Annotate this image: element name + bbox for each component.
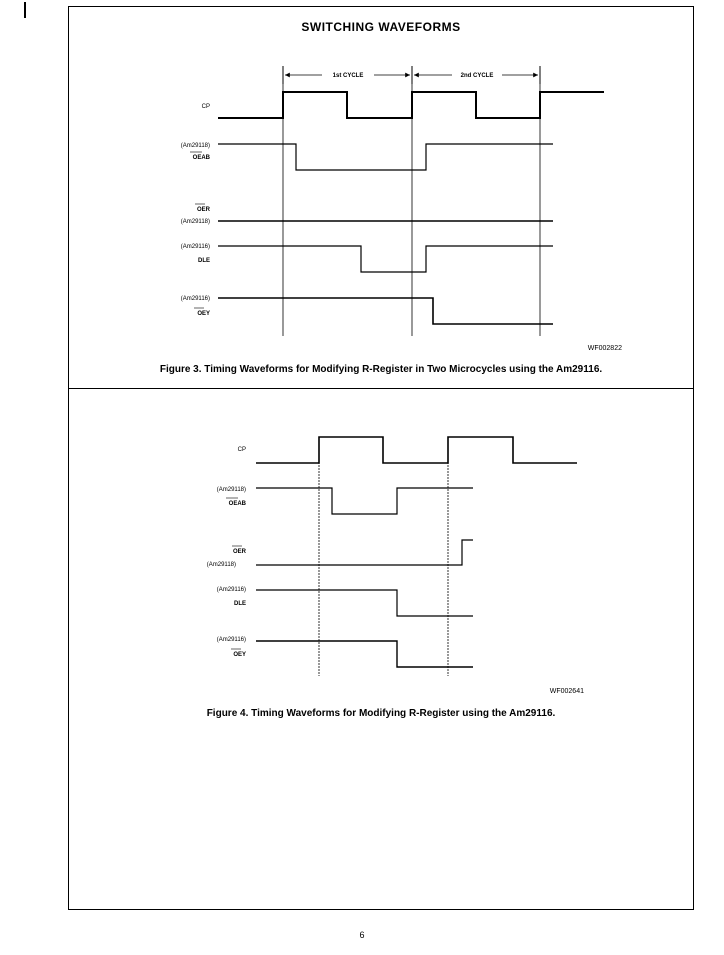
figure3-diagram: 1st CYCLE 2nd CYCLE CP (Am29118) OEAB OE… — [181, 66, 622, 352]
fig3-oer-name-label: OER — [197, 207, 211, 213]
fig3-cycle1-label: 1st CYCLE — [333, 73, 364, 79]
figure4-caption: Figure 4. Timing Waveforms for Modifying… — [206, 708, 556, 719]
fig4-cp-waveform — [256, 436, 577, 464]
page-title: SWITCHING WAVEFORMS — [301, 20, 461, 34]
fig4-dle-name-label: DLE — [234, 601, 246, 607]
fig3-oeab-part-label: (Am29118) — [181, 143, 210, 149]
fig4-oer-name-label: OER — [233, 549, 247, 555]
figure4-diagram: CP (Am29118) OEAB OER (Am29118) (Am29116… — [207, 436, 584, 695]
fig4-oey-waveform — [256, 640, 473, 668]
fig3-cp-label: CP — [202, 104, 210, 110]
fig3-cycle2-label: 2nd CYCLE — [461, 73, 494, 79]
margin-mark — [24, 2, 26, 18]
fig4-oey-name-label: OEY — [233, 652, 246, 658]
fig4-oer-waveform — [256, 539, 473, 566]
fig3-dle-waveform — [218, 245, 553, 273]
fig4-dle-part-label: (Am29116) — [217, 587, 246, 593]
fig4-cp-label: CP — [238, 447, 246, 453]
page-number: 6 — [359, 930, 365, 940]
fig3-code: WF002822 — [588, 345, 622, 352]
fig3-oey-name-label: OEY — [197, 311, 210, 317]
fig4-oer-part-label: (Am29118) — [207, 562, 236, 568]
fig3-oey-part-label: (Am29116) — [181, 296, 210, 302]
fig4-oey-part-label: (Am29116) — [217, 637, 246, 643]
fig4-code: WF002641 — [550, 688, 584, 695]
fig4-oeab-waveform — [256, 487, 473, 515]
fig3-oeab-name-label: OEAB — [193, 155, 211, 161]
fig3-oey-waveform — [218, 297, 553, 325]
page-frame — [68, 6, 694, 910]
fig3-dle-part-label: (Am29116) — [181, 244, 210, 250]
fig4-dle-waveform — [256, 589, 473, 617]
fig4-oeab-name-label: OEAB — [229, 501, 247, 507]
figure3-caption: Figure 3. Timing Waveforms for Modifying… — [159, 364, 603, 375]
figure-divider — [68, 388, 694, 389]
fig4-oeab-part-label: (Am29118) — [217, 487, 246, 493]
fig3-cp-waveform — [218, 91, 604, 119]
fig3-oeab-waveform — [218, 143, 553, 171]
fig3-dle-name-label: DLE — [198, 258, 210, 264]
fig3-oer-part-label: (Am29118) — [181, 219, 210, 225]
